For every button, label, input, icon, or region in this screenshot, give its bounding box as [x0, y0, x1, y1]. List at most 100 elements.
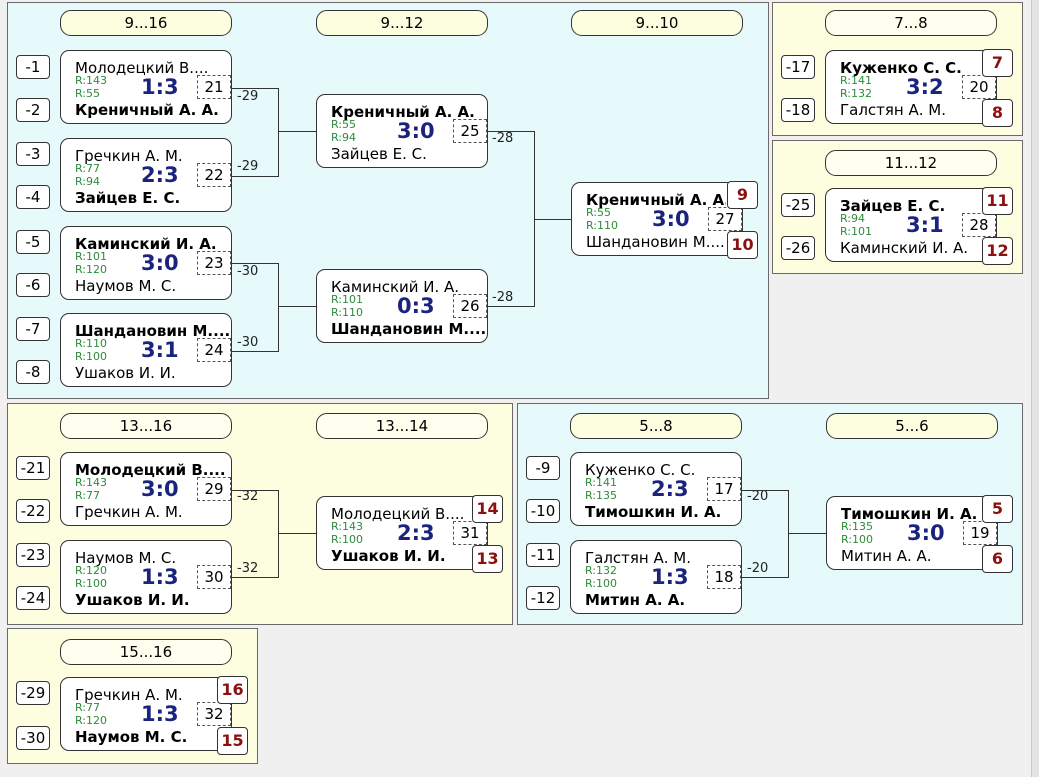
match-card[interactable]: Куженко С. С. R:141 R:132 3:2 20 Галстян… — [825, 50, 997, 124]
player-bottom: Ушаков И. И. — [75, 591, 190, 609]
bracket-connector — [488, 306, 534, 307]
bracket-connector — [278, 131, 316, 132]
match-score: 3:2 — [906, 75, 944, 99]
rating-bottom: R:101 — [840, 225, 873, 238]
match-score: 1:3 — [651, 565, 689, 589]
round-header-13-14: 13...14 — [316, 413, 488, 439]
bracket-panel-7-8: 7...8 -17 -18 Куженко С. С. R:141 R:132 … — [772, 2, 1023, 136]
seed-slot: -23 — [16, 543, 50, 567]
match-score: 1:3 — [141, 565, 179, 589]
rating-bottom: R:77 — [75, 489, 101, 502]
player-top: Креничный А. А. — [586, 191, 726, 209]
rating-bottom: R:94 — [331, 131, 357, 144]
match-number: 24 — [197, 338, 231, 362]
match-card[interactable]: Тимошкин И. А. R:135 R:100 3:0 19 Митин … — [826, 496, 998, 570]
player-bottom: Зайцев Е. С. — [331, 145, 427, 163]
match-number: 20 — [962, 75, 996, 99]
loser-destination: -28 — [492, 131, 514, 146]
player-top: Шандановин М.... — [75, 322, 231, 340]
match-score: 2:3 — [397, 521, 435, 545]
bracket-connector — [232, 88, 278, 89]
player-top: Молодецкий В.... — [75, 461, 226, 479]
rating-bottom: R:100 — [331, 533, 364, 546]
seed-slot: -22 — [16, 499, 50, 523]
player-top: Молодецкий В.... — [75, 59, 209, 77]
seed-slot: -30 — [16, 726, 50, 750]
match-score: 3:1 — [141, 338, 179, 362]
match-card[interactable]: Гречкин А. М. R:77 R:120 1:3 32 Наумов М… — [60, 677, 232, 751]
seed-slot: -3 — [16, 142, 50, 166]
player-top: Куженко С. С. — [585, 461, 696, 479]
round-header-5-8: 5...8 — [570, 413, 742, 439]
match-card[interactable]: Наумов М. С. R:120 R:100 1:3 30 Ушаков И… — [60, 540, 232, 614]
player-bottom: Ушаков И. И. — [75, 364, 176, 382]
bracket-connector — [278, 263, 279, 352]
seed-slot: -10 — [526, 499, 560, 523]
bracket-panel-11-12: 11...12 -25 -26 Зайцев Е. С. R:94 R:101 … — [772, 140, 1023, 274]
final-place-badge: 10 — [727, 231, 758, 259]
bracket-connector — [232, 577, 278, 578]
final-place-badge: 7 — [982, 49, 1013, 77]
match-card[interactable]: Молодецкий В.... R:143 R:100 2:3 31 Ушак… — [316, 496, 488, 570]
match-number: 25 — [453, 119, 487, 143]
match-card[interactable]: Каминский И. А. R:101 R:120 3:0 23 Наумо… — [60, 226, 232, 300]
rating-bottom: R:120 — [75, 714, 108, 727]
match-score: 3:0 — [907, 521, 945, 545]
match-score: 3:0 — [397, 119, 435, 143]
bracket-panel-15-16: 15...16 -29 -30 Гречкин А. М. R:77 R:120… — [7, 628, 258, 764]
player-top: Каминский И. А. — [75, 235, 217, 253]
final-place-badge: 15 — [217, 727, 248, 755]
final-place-badge: 13 — [472, 545, 503, 573]
final-place-badge: 16 — [217, 676, 248, 704]
match-card[interactable]: Креничный А. А. R:55 R:94 3:0 25 Зайцев … — [316, 94, 488, 168]
match-card[interactable]: Зайцев Е. С. R:94 R:101 3:1 28 Каминский… — [825, 188, 997, 262]
rating-bottom: R:100 — [841, 533, 874, 546]
loser-destination: -32 — [237, 561, 259, 576]
player-bottom: Креничный А. А. — [75, 101, 219, 119]
player-top: Молодецкий В.... — [331, 505, 465, 523]
player-top: Куженко С. С. — [840, 59, 962, 77]
match-card[interactable]: Галстян А. М. R:132 R:100 1:3 18 Митин А… — [570, 540, 742, 614]
loser-destination: -20 — [747, 489, 769, 504]
match-card[interactable]: Куженко С. С. R:141 R:135 2:3 17 Тимошки… — [570, 452, 742, 526]
match-score: 3:0 — [141, 477, 179, 501]
rating-top: R:101 — [331, 293, 364, 306]
match-card[interactable]: Молодецкий В.... R:143 R:77 3:0 29 Гречк… — [60, 452, 232, 526]
bracket-connector — [278, 88, 279, 177]
loser-destination: -30 — [237, 264, 259, 279]
match-card[interactable]: Каминский И. А. R:101 R:110 0:3 26 Шанда… — [316, 269, 488, 343]
match-card[interactable]: Шандановин М.... R:110 R:100 3:1 24 Ушак… — [60, 313, 232, 387]
player-bottom: Ушаков И. И. — [331, 547, 446, 565]
rating-bottom: R:55 — [75, 87, 101, 100]
rating-top: R:77 — [75, 162, 101, 175]
rating-top: R:55 — [331, 118, 357, 131]
match-number: 21 — [197, 75, 231, 99]
player-top: Наумов М. С. — [75, 549, 177, 567]
player-bottom: Наумов М. С. — [75, 277, 177, 295]
round-header-9-12: 9...12 — [316, 10, 488, 36]
match-score: 2:3 — [141, 163, 179, 187]
match-number: 23 — [197, 251, 231, 275]
seed-slot: -17 — [781, 55, 815, 79]
player-bottom: Зайцев Е. С. — [75, 189, 181, 207]
player-top: Зайцев Е. С. — [840, 197, 946, 215]
rating-bottom: R:110 — [331, 306, 364, 319]
player-top: Гречкин А. М. — [75, 686, 183, 704]
bracket-connector — [232, 351, 278, 352]
seed-slot: -11 — [526, 543, 560, 567]
player-bottom: Митин А. А. — [585, 591, 686, 609]
round-header-9-10: 9...10 — [571, 10, 743, 36]
rating-top: R:143 — [75, 476, 108, 489]
match-card[interactable]: Молодецкий В.... R:143 R:55 1:3 21 Крени… — [60, 50, 232, 124]
scrollbar-track[interactable] — [1031, 0, 1039, 777]
bracket-panel-5-8: 5...8 5...6 -9 -10 -11 -12 Куженко С. С.… — [517, 403, 1023, 625]
seed-slot: -2 — [16, 98, 50, 122]
match-number: 30 — [197, 565, 231, 589]
match-score: 1:3 — [141, 702, 179, 726]
bracket-connector — [232, 490, 278, 491]
match-card[interactable]: Креничный А. А. R:55 R:110 3:0 27 Шандан… — [571, 182, 743, 256]
match-number: 26 — [453, 294, 487, 318]
seed-slot: -24 — [16, 586, 50, 610]
match-card[interactable]: Гречкин А. М. R:77 R:94 2:3 22 Зайцев Е.… — [60, 138, 232, 212]
player-bottom: Гречкин А. М. — [75, 503, 183, 521]
